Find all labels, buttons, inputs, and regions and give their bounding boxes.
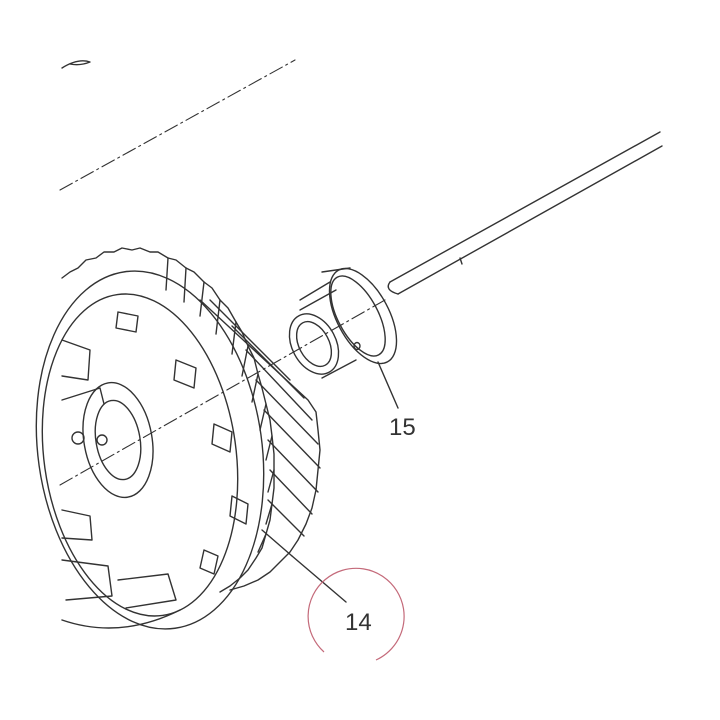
center-axis-line — [59, 59, 296, 191]
clutch-gear-part-14 — [35, 247, 321, 630]
callout-label-15: 15 — [389, 414, 416, 441]
highlight-circle — [307, 567, 405, 661]
leader-line-15 — [377, 361, 399, 409]
callout-label-14: 14 — [345, 609, 372, 636]
shaft — [387, 131, 663, 295]
leader-line-14 — [291, 555, 347, 603]
bushing-part-15 — [288, 267, 398, 379]
edge-mark — [61, 60, 91, 69]
assembly-axis — [59, 299, 386, 486]
